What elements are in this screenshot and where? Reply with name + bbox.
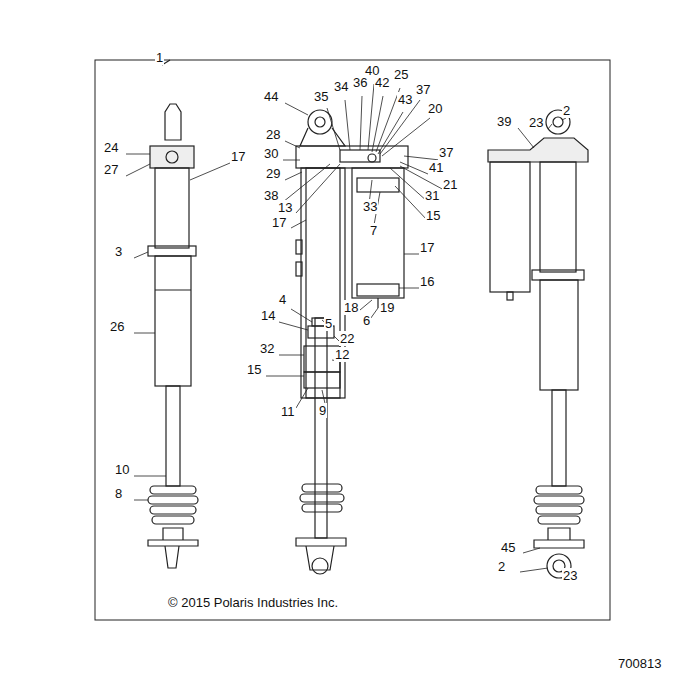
callout-number: 37 — [415, 82, 431, 97]
callout-number: 25 — [393, 67, 409, 82]
callout-number: 37 — [438, 145, 454, 160]
callout-number: 35 — [313, 89, 329, 104]
callout-number: 19 — [379, 300, 395, 315]
callout-number: 1 — [155, 50, 164, 65]
callout-number: 10 — [114, 462, 130, 477]
callout-number: 39 — [496, 114, 512, 129]
callout-number: 23 — [562, 568, 578, 583]
callout-number: 45 — [500, 540, 516, 555]
callout-number: 9 — [318, 403, 327, 418]
callout-number: 34 — [333, 79, 349, 94]
callout-number: 30 — [263, 146, 279, 161]
callout-number: 23 — [528, 115, 544, 130]
callout-number: 33 — [362, 199, 378, 214]
callout-number: 42 — [374, 75, 390, 90]
callout-number: 4 — [278, 292, 287, 307]
callout-number: 24 — [103, 140, 119, 155]
callout-number: 12 — [334, 347, 350, 362]
callout-number: 21 — [442, 177, 458, 192]
callout-number: 2 — [562, 103, 571, 118]
callout-number: 29 — [265, 166, 281, 181]
callout-number: 17 — [230, 149, 246, 164]
callout-number: 2 — [497, 559, 506, 574]
callout-number: 43 — [397, 92, 413, 107]
footer-text: © 2015 Polaris Industries Inc. — [167, 595, 339, 610]
callout-number: 5 — [324, 316, 333, 331]
callout-number: 44 — [263, 89, 279, 104]
callout-number: 7 — [369, 223, 378, 238]
callout-number: 15 — [246, 362, 262, 377]
callout-number: 13 — [277, 200, 293, 215]
callout-number: 32 — [259, 341, 275, 356]
callout-number: 22 — [339, 331, 355, 346]
callout-number: 6 — [362, 313, 371, 328]
callout-number: 14 — [260, 308, 276, 323]
callout-number: 20 — [427, 101, 443, 116]
callout-number: 27 — [103, 162, 119, 177]
callout-number: 26 — [109, 319, 125, 334]
callout-number: 18 — [343, 300, 359, 315]
callout-number: 41 — [428, 160, 444, 175]
callout-number: 11 — [280, 404, 296, 419]
callout-number: 8 — [114, 486, 123, 501]
callout-number: 28 — [265, 127, 281, 142]
callout-number: 16 — [419, 274, 435, 289]
callout-number: 17 — [419, 240, 435, 255]
callout-number: 15 — [425, 208, 441, 223]
callout-number: 17 — [271, 215, 287, 230]
callout-number: 3 — [114, 244, 123, 259]
footer-text: 700813 — [617, 656, 662, 671]
callout-number: 31 — [424, 188, 440, 203]
